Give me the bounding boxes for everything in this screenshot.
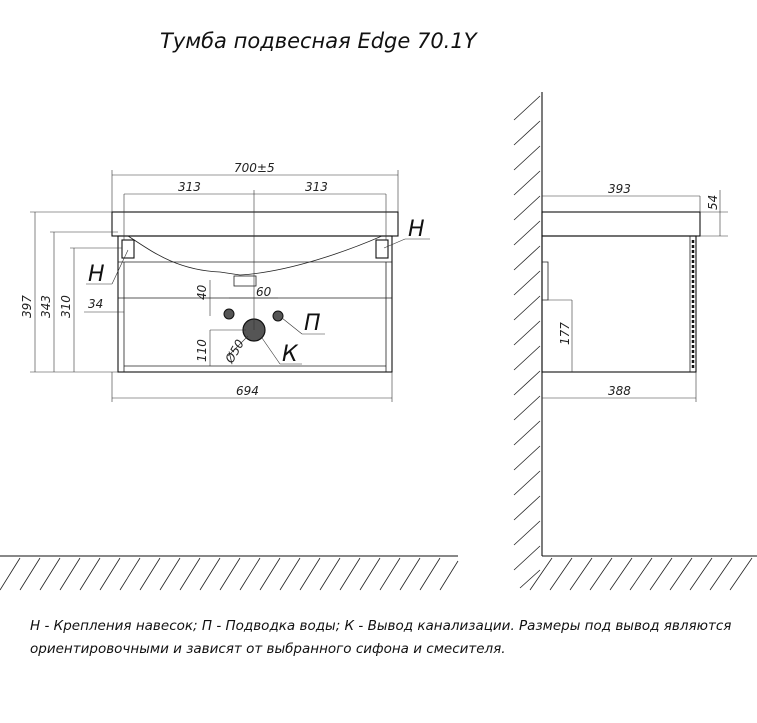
label-hanger-right: Н xyxy=(408,217,425,242)
water-inlet-left xyxy=(223,308,235,320)
dim-34: 34 xyxy=(88,297,103,311)
dim-depth-393: 393 xyxy=(608,182,631,196)
legend-line-2: ориентировочными и зависят от выбранного… xyxy=(30,641,506,657)
label-hanger-left: Н xyxy=(88,262,105,287)
dim-half-right: 313 xyxy=(305,180,328,194)
dim-height-177: 177 xyxy=(558,322,572,345)
dim-width-tolerance: 700±5 xyxy=(234,161,275,175)
dim-110: 110 xyxy=(195,339,209,362)
dim-thickness-54: 54 xyxy=(706,195,720,210)
drawing-title: Тумба подвесная Edge 70.1Y xyxy=(160,29,479,53)
side-view: 393 54 177 388 xyxy=(513,92,757,591)
side-cabinet xyxy=(541,235,697,373)
dim-depth-388: 388 xyxy=(608,384,631,398)
side-hanger xyxy=(542,261,549,301)
legend-line-1: Н - Крепления навесок; П - Подводка воды… xyxy=(30,618,732,634)
floor-front xyxy=(0,555,459,591)
dim-40: 40 xyxy=(195,284,209,300)
drain-outlet xyxy=(233,275,257,287)
wall-hatch xyxy=(513,95,541,589)
cabinet-body xyxy=(117,235,393,373)
basin-bowl xyxy=(127,235,383,276)
dim-60: 60 xyxy=(256,285,272,299)
dim-diameter-50: Ø50 xyxy=(222,337,247,367)
front-view: 700±5 313 313 397 343 310 34 Н Н 40 60 xyxy=(20,161,430,402)
dim-height-310: 310 xyxy=(59,295,73,318)
hanger-left xyxy=(121,239,135,259)
label-water: П xyxy=(304,311,321,336)
dim-height-343: 343 xyxy=(39,295,53,318)
dim-width-694: 694 xyxy=(236,384,259,398)
dim-height-397: 397 xyxy=(20,295,34,318)
side-top-slab xyxy=(541,211,701,237)
dim-half-left: 313 xyxy=(178,180,201,194)
basin-top xyxy=(111,211,399,237)
hanger-right xyxy=(375,239,389,259)
label-drain: К xyxy=(282,342,299,367)
legend-note: Н - Крепления навесок; П - Подводка воды… xyxy=(30,615,732,661)
water-inlet-right xyxy=(272,310,284,322)
